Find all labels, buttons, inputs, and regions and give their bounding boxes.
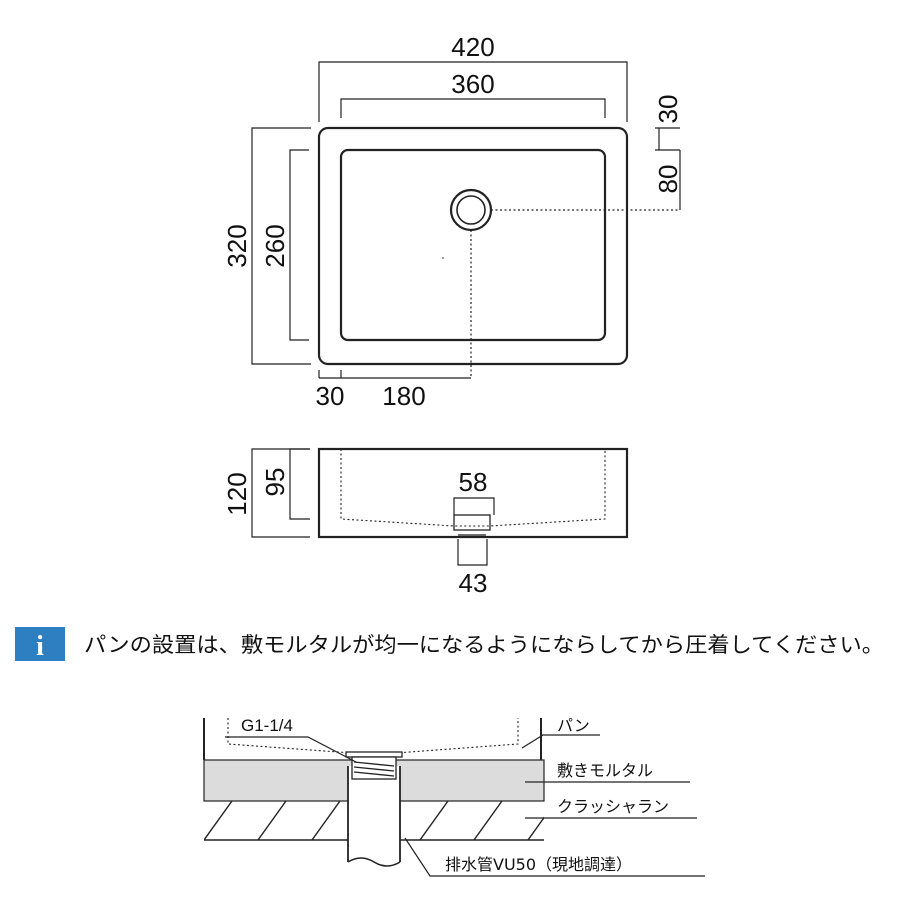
section-view bbox=[251, 447, 629, 566]
dim-line-outer-width bbox=[318, 61, 628, 122]
plan-view bbox=[251, 61, 681, 379]
drain-inner-ring bbox=[456, 195, 486, 225]
dim-line-inner-depth bbox=[289, 149, 309, 341]
label-outer-width: 420 bbox=[451, 32, 494, 62]
label-drain-offset-y: 80 bbox=[653, 165, 683, 194]
label-crusher-run: クラッシャラン bbox=[557, 797, 669, 816]
label-drain-pipe: 排水管VU50（現地調達） bbox=[445, 855, 632, 874]
label-pan: パン bbox=[557, 716, 590, 735]
leader-pan bbox=[521, 734, 600, 749]
info-icon: i bbox=[15, 627, 65, 662]
note-text: パンの設置は、敷モルタルが均一になるようにならしてから圧着してください。 bbox=[84, 633, 884, 657]
center-mark bbox=[442, 257, 444, 259]
label-mortar: 敷きモルタル bbox=[557, 761, 653, 780]
installation-diagram: G1-1/4 パン 敷きモルタル クラッシャラン 排水管VU50（現地調達） bbox=[203, 716, 705, 877]
crusher-run-hatch bbox=[204, 801, 544, 840]
label-thread: G1-1/4 bbox=[241, 716, 293, 735]
dim-line-total-height bbox=[251, 448, 310, 538]
dim-line-inner-width bbox=[340, 98, 606, 118]
dim-line-outlet-inner bbox=[457, 539, 488, 566]
plan-view-labels: 420 360 320 260 30 80 30 180 bbox=[222, 32, 683, 411]
label-inner-depth: 260 bbox=[260, 224, 290, 267]
dim-line-outer-depth bbox=[251, 127, 311, 365]
label-rim-left: 30 bbox=[316, 381, 345, 411]
drain-fitting bbox=[345, 751, 403, 780]
label-outer-depth: 320 bbox=[222, 224, 252, 267]
section-view-labels: 120 95 58 43 bbox=[222, 467, 487, 598]
dim-line-outlet-outer bbox=[453, 497, 495, 515]
drain-pipe-break bbox=[347, 857, 401, 867]
label-rim-top: 30 bbox=[653, 95, 683, 124]
svg-text:i: i bbox=[36, 631, 44, 662]
leader-drain-pipe bbox=[404, 837, 705, 877]
drain-pipe bbox=[348, 766, 400, 862]
label-bowl-depth: 95 bbox=[260, 468, 290, 497]
label-drain-offset-x: 180 bbox=[382, 381, 425, 411]
basin-inner-outline bbox=[339, 148, 607, 342]
dim-line-bowl-depth bbox=[289, 448, 310, 520]
section-outer-outline bbox=[317, 447, 629, 539]
basin-outer-outline bbox=[317, 126, 629, 366]
label-outlet-inner: 43 bbox=[459, 568, 488, 598]
label-outlet-outer: 58 bbox=[459, 467, 488, 497]
label-total-height: 120 bbox=[222, 472, 252, 515]
label-inner-width: 360 bbox=[451, 69, 494, 99]
section-outlet bbox=[453, 514, 491, 531]
installation-note: i パンの設置は、敷モルタルが均一になるようにならしてから圧着してください。 bbox=[15, 627, 884, 662]
leader-thread bbox=[225, 736, 357, 763]
